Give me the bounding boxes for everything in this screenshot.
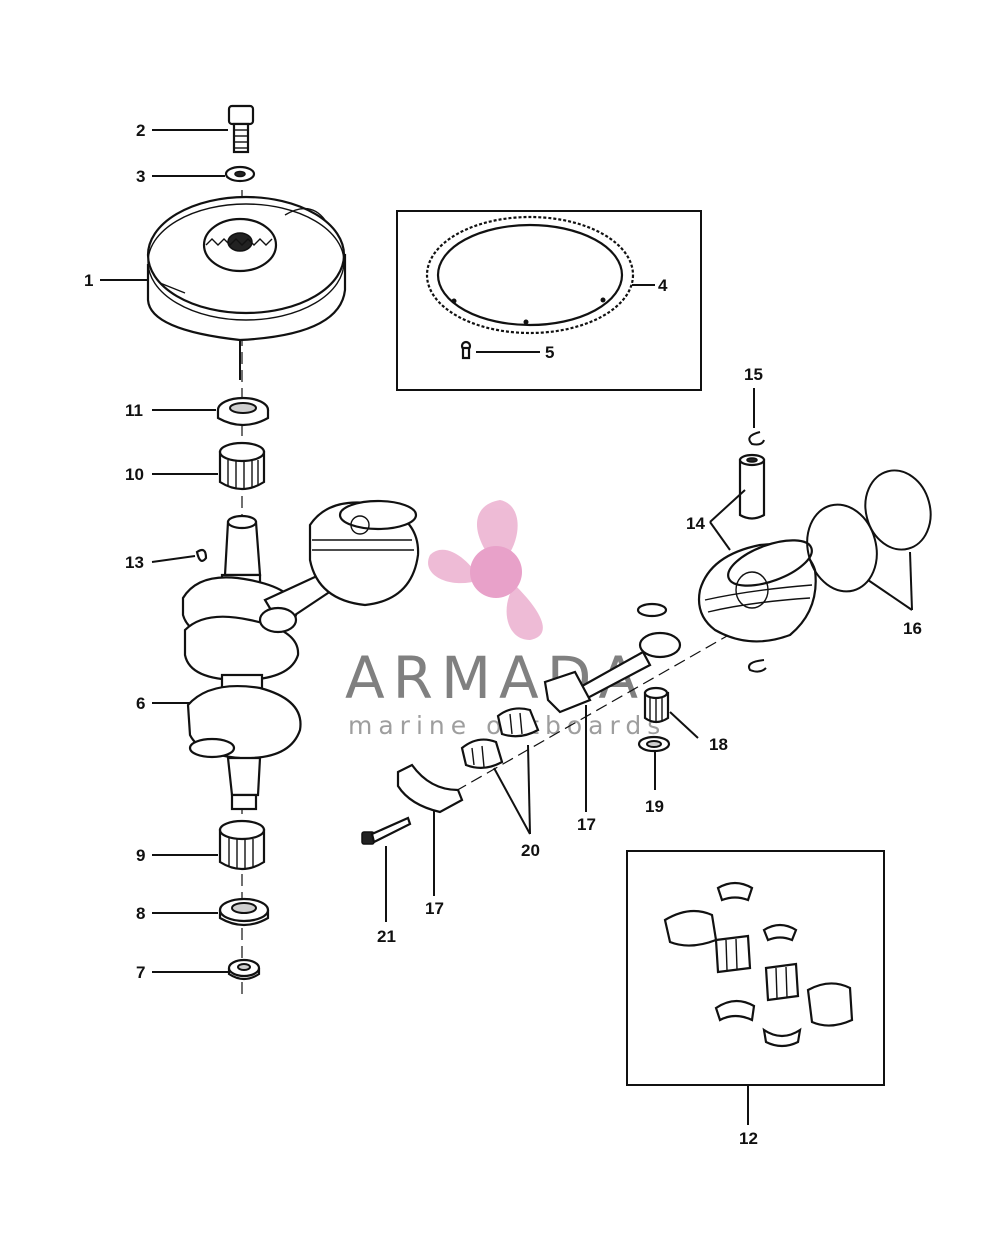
part-3-washer	[224, 165, 256, 183]
left-piston-assembly	[258, 499, 420, 634]
part-13-woodruff-key	[195, 548, 208, 562]
label-7: 7	[136, 963, 145, 982]
propeller-icon	[428, 500, 543, 640]
part-10-bearing	[218, 441, 266, 491]
part-21-screw	[361, 816, 412, 845]
label-20: 20	[521, 841, 540, 860]
part-5-screw	[460, 340, 472, 360]
bearing-kit-inset	[626, 850, 885, 1086]
label-12: 12	[739, 1129, 758, 1148]
part-15-clip-top	[748, 431, 765, 446]
label-13: 13	[125, 553, 144, 572]
part-15-clip-bottom	[748, 659, 767, 673]
label-17-cap: 17	[425, 899, 444, 918]
part-17-rod-cap	[396, 763, 464, 814]
label-5: 5	[545, 343, 554, 362]
label-14: 14	[686, 514, 705, 533]
part-6-crankshaft	[181, 514, 302, 811]
label-19: 19	[645, 797, 664, 816]
part-18-needle-bearing	[643, 686, 670, 724]
part-7-washer	[227, 958, 261, 981]
part-14-piston-pin	[738, 453, 766, 520]
label-10: 10	[125, 465, 144, 484]
label-15: 15	[744, 365, 763, 384]
part-16-piston-rings	[806, 469, 932, 593]
label-3: 3	[136, 167, 145, 186]
part-19-washer	[637, 735, 671, 753]
ring-gear-inset	[396, 210, 702, 391]
label-8: 8	[136, 904, 145, 923]
part-11-seal	[216, 396, 270, 427]
label-4: 4	[658, 276, 668, 295]
label-2: 2	[136, 121, 145, 140]
label-21: 21	[377, 927, 396, 946]
part-1-flywheel	[146, 195, 347, 380]
part-17-connecting-rod	[543, 602, 682, 714]
label-11: 11	[125, 401, 143, 420]
label-1: 1	[84, 271, 93, 290]
part-8-seal	[218, 897, 270, 927]
label-18: 18	[709, 735, 728, 754]
label-6: 6	[136, 694, 145, 713]
label-16: 16	[903, 619, 922, 638]
part-14-piston	[697, 539, 817, 643]
part-20-bearing-halves	[460, 707, 540, 769]
callout-labels: 1 2 3 4 5 6 7 8 9 10 11 12 13 14 15 16 1…	[84, 121, 922, 1148]
part-2-flywheel-bolt	[227, 104, 255, 154]
label-17-rod: 17	[577, 815, 596, 834]
label-9: 9	[136, 846, 145, 865]
leader-lines	[100, 129, 913, 1125]
part-9-bearing	[218, 819, 266, 871]
